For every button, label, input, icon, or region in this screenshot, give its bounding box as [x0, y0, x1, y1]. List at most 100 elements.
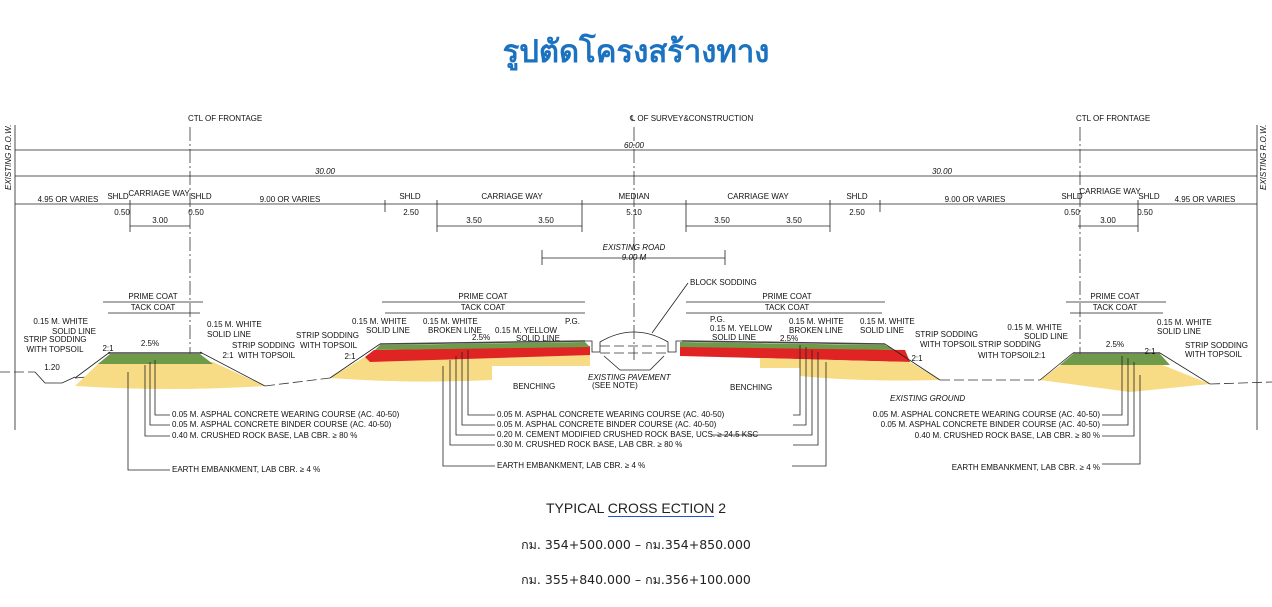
- svg-text:STRIP SODDING: STRIP SODDING: [1185, 341, 1248, 350]
- svg-text:2:1: 2:1: [911, 354, 923, 363]
- svg-text:2:1: 2:1: [344, 352, 356, 361]
- svg-text:SHLD: SHLD: [107, 192, 129, 201]
- svg-text:4.95 OR VARIES: 4.95 OR VARIES: [38, 195, 99, 204]
- svg-text:0.50: 0.50: [1137, 208, 1153, 217]
- svg-text:0.15 M. WHITE: 0.15 M. WHITE: [1157, 318, 1212, 327]
- svg-text:0.05 M. ASPHAL CONCRETE BINDER: 0.05 M. ASPHAL CONCRETE BINDER COURSE (A…: [497, 420, 717, 429]
- km-range-1: กม. 354+500.000 – กม.354+850.000: [521, 537, 751, 552]
- svg-text:P.G.: P.G.: [710, 315, 725, 324]
- svg-text:STRIP SODDING: STRIP SODDING: [296, 331, 359, 340]
- svg-text:1.20: 1.20: [44, 363, 60, 372]
- svg-text:3.50: 3.50: [714, 216, 730, 225]
- svg-text:SOLID LINE: SOLID LINE: [52, 327, 96, 336]
- coat-labels: PRIME COAT TACK COAT PRIME COAT TACK COA…: [128, 292, 1139, 312]
- svg-text:0.20 M. CEMENT MODIFIED CRUSH: 0.20 M. CEMENT MODIFIED CRUSHED ROCK BAS…: [497, 430, 758, 439]
- svg-text:EXISTING GROUND: EXISTING GROUND: [890, 394, 965, 403]
- svg-text:BROKEN LINE: BROKEN LINE: [428, 326, 482, 335]
- dim-half-right: 30.00: [932, 167, 953, 176]
- svg-text:WITH TOPSOIL: WITH TOPSOIL: [978, 351, 1036, 360]
- svg-text:SOLID LINE: SOLID LINE: [516, 334, 560, 343]
- svg-text:STRIP SODDING: STRIP SODDING: [978, 340, 1041, 349]
- svg-text:0.15 M. WHITE: 0.15 M. WHITE: [207, 320, 262, 329]
- coat-dimensions: [103, 301, 1166, 314]
- svg-text:9.00 OR VARIES: 9.00 OR VARIES: [945, 195, 1006, 204]
- svg-text:PRIME COAT: PRIME COAT: [1090, 292, 1139, 301]
- page-title: รูปตัดโครงสร้างทาง: [502, 34, 770, 70]
- svg-text:2:1: 2:1: [102, 344, 114, 353]
- svg-text:WITH TOPSOIL: WITH TOPSOIL: [238, 351, 296, 360]
- svg-text:0.05 M. ASPHAL CONCRETE BINDER: 0.05 M. ASPHAL CONCRETE BINDER COURSE (A…: [172, 420, 392, 429]
- svg-text:0.05 M. ASPHAL CONCRETE BINDER: 0.05 M. ASPHAL CONCRETE BINDER COURSE (A…: [881, 420, 1101, 429]
- svg-text:0.50: 0.50: [188, 208, 204, 217]
- svg-text:SHLD: SHLD: [846, 192, 868, 201]
- svg-text:2.50: 2.50: [849, 208, 865, 217]
- svg-text:3.00: 3.00: [152, 216, 168, 225]
- svg-text:4.95 OR VARIES: 4.95 OR VARIES: [1175, 195, 1236, 204]
- median-block-sodding: [585, 331, 682, 353]
- svg-text:PRIME COAT: PRIME COAT: [762, 292, 811, 301]
- leaders-center: [442, 345, 827, 467]
- svg-text:5.10: 5.10: [626, 208, 642, 217]
- svg-text:WITH TOPSOIL: WITH TOPSOIL: [26, 345, 84, 354]
- svg-text:BENCHING: BENCHING: [513, 382, 555, 391]
- svg-text:EXISTING ROAD: EXISTING ROAD: [603, 243, 666, 252]
- svg-text:2:1: 2:1: [1034, 351, 1046, 360]
- row-right-label: EXISTING R.O.W.: [1259, 125, 1268, 190]
- svg-text:SHLD: SHLD: [1138, 192, 1160, 201]
- section-right: [1039, 352, 1211, 392]
- svg-text:9.00 OR VARIES: 9.00 OR VARIES: [260, 195, 321, 204]
- svg-text:0.15 M. WHITE: 0.15 M. WHITE: [860, 317, 915, 326]
- ctl-left-label: CTL OF FRONTAGE: [188, 114, 262, 123]
- svg-text:0.15 M. WHITE: 0.15 M. WHITE: [423, 317, 478, 326]
- svg-text:0.40 M. CRUSHED ROCK BASE, LAB: 0.40 M. CRUSHED ROCK BASE, LAB CBR. ≥ 80…: [915, 431, 1100, 440]
- svg-text:SOLID LINE: SOLID LINE: [1024, 332, 1068, 341]
- svg-text:0.05 M. ASPHAL CONCRETE WEARIN: 0.05 M. ASPHAL CONCRETE WEARING COURSE (…: [873, 410, 1101, 419]
- svg-text:9.00 M: 9.00 M: [622, 253, 647, 262]
- svg-text:2:1: 2:1: [222, 351, 234, 360]
- caption-link: CROSS ECTION: [607, 500, 715, 517]
- km-range-2: กม. 355+840.000 – กม.356+100.000: [521, 572, 751, 587]
- cl-label: ℄ OF SURVEY&CONSTRUCTION: [629, 114, 753, 123]
- svg-text:STRIP SODDING: STRIP SODDING: [232, 341, 295, 350]
- svg-text:EXISTING PAVEMENT: EXISTING PAVEMENT: [588, 373, 672, 382]
- layer-callouts-center: 0.05 M. ASPHAL CONCRETE WEARING COURSE (…: [497, 410, 758, 470]
- svg-text:0.15 M. WHITE: 0.15 M. WHITE: [352, 317, 407, 326]
- dimension-lines: [15, 149, 1257, 265]
- svg-text:0.15 M. WHITE: 0.15 M. WHITE: [1007, 323, 1062, 332]
- svg-text:2.50: 2.50: [403, 208, 419, 217]
- svg-text:TACK COAT: TACK COAT: [1093, 303, 1138, 312]
- svg-text:0.15 M. YELLOW: 0.15 M. YELLOW: [710, 324, 773, 333]
- svg-text:WITH TOPSOIL: WITH TOPSOIL: [920, 340, 978, 349]
- svg-text:CARRIAGE WAY: CARRIAGE WAY: [1079, 187, 1141, 196]
- svg-text:SOLID LINE: SOLID LINE: [712, 333, 756, 342]
- svg-text:P.G.: P.G.: [565, 317, 580, 326]
- svg-text:0.05 M. ASPHAL CONCRETE WEARIN: 0.05 M. ASPHAL CONCRETE WEARING COURSE (…: [172, 410, 400, 419]
- svg-text:TACK COAT: TACK COAT: [131, 303, 176, 312]
- svg-text:STRIP SODDING: STRIP SODDING: [24, 335, 87, 344]
- svg-text:2.5%: 2.5%: [472, 333, 490, 342]
- svg-text:MEDIAN: MEDIAN: [618, 192, 649, 201]
- svg-text:2:1: 2:1: [1144, 347, 1156, 356]
- svg-text:BENCHING: BENCHING: [730, 383, 772, 392]
- svg-text:CARRIAGE WAY: CARRIAGE WAY: [128, 189, 190, 198]
- dim-half-left: 30.00: [315, 167, 336, 176]
- svg-text:EARTH EMBANKMENT, LAB CBR. ≥: EARTH EMBANKMENT, LAB CBR. ≥ 4 %: [952, 463, 1100, 472]
- svg-text:SOLID LINE: SOLID LINE: [207, 330, 251, 339]
- svg-text:PRIME COAT: PRIME COAT: [128, 292, 177, 301]
- svg-text:SOLID LINE: SOLID LINE: [366, 326, 410, 335]
- svg-text:SOLID LINE: SOLID LINE: [1157, 327, 1201, 336]
- svg-text:2.5%: 2.5%: [780, 334, 798, 343]
- svg-text:3.00: 3.00: [1100, 216, 1116, 225]
- svg-text:CARRIAGE WAY: CARRIAGE WAY: [481, 192, 543, 201]
- svg-text:EARTH EMBANKMENT, LAB CBR. ≥: EARTH EMBANKMENT, LAB CBR. ≥ 4 %: [172, 465, 320, 474]
- svg-text:SHLD: SHLD: [190, 192, 212, 201]
- dim-total: 60.00: [624, 141, 645, 150]
- svg-text:WITH TOPSOIL: WITH TOPSOIL: [300, 341, 358, 350]
- svg-text:SOLID LINE: SOLID LINE: [860, 326, 904, 335]
- svg-text:TACK COAT: TACK COAT: [765, 303, 810, 312]
- svg-text:0.05 M. ASPHAL CONCRETE WEARIN: 0.05 M. ASPHAL CONCRETE WEARING COURSE (…: [497, 410, 725, 419]
- existing-ground-line: [0, 371, 1272, 387]
- ctl-right-label: CTL OF FRONTAGE: [1076, 114, 1150, 123]
- dimension-labels: 4.95 OR VARIES SHLD CARRIAGE WAY SHLD 9.…: [38, 187, 1236, 262]
